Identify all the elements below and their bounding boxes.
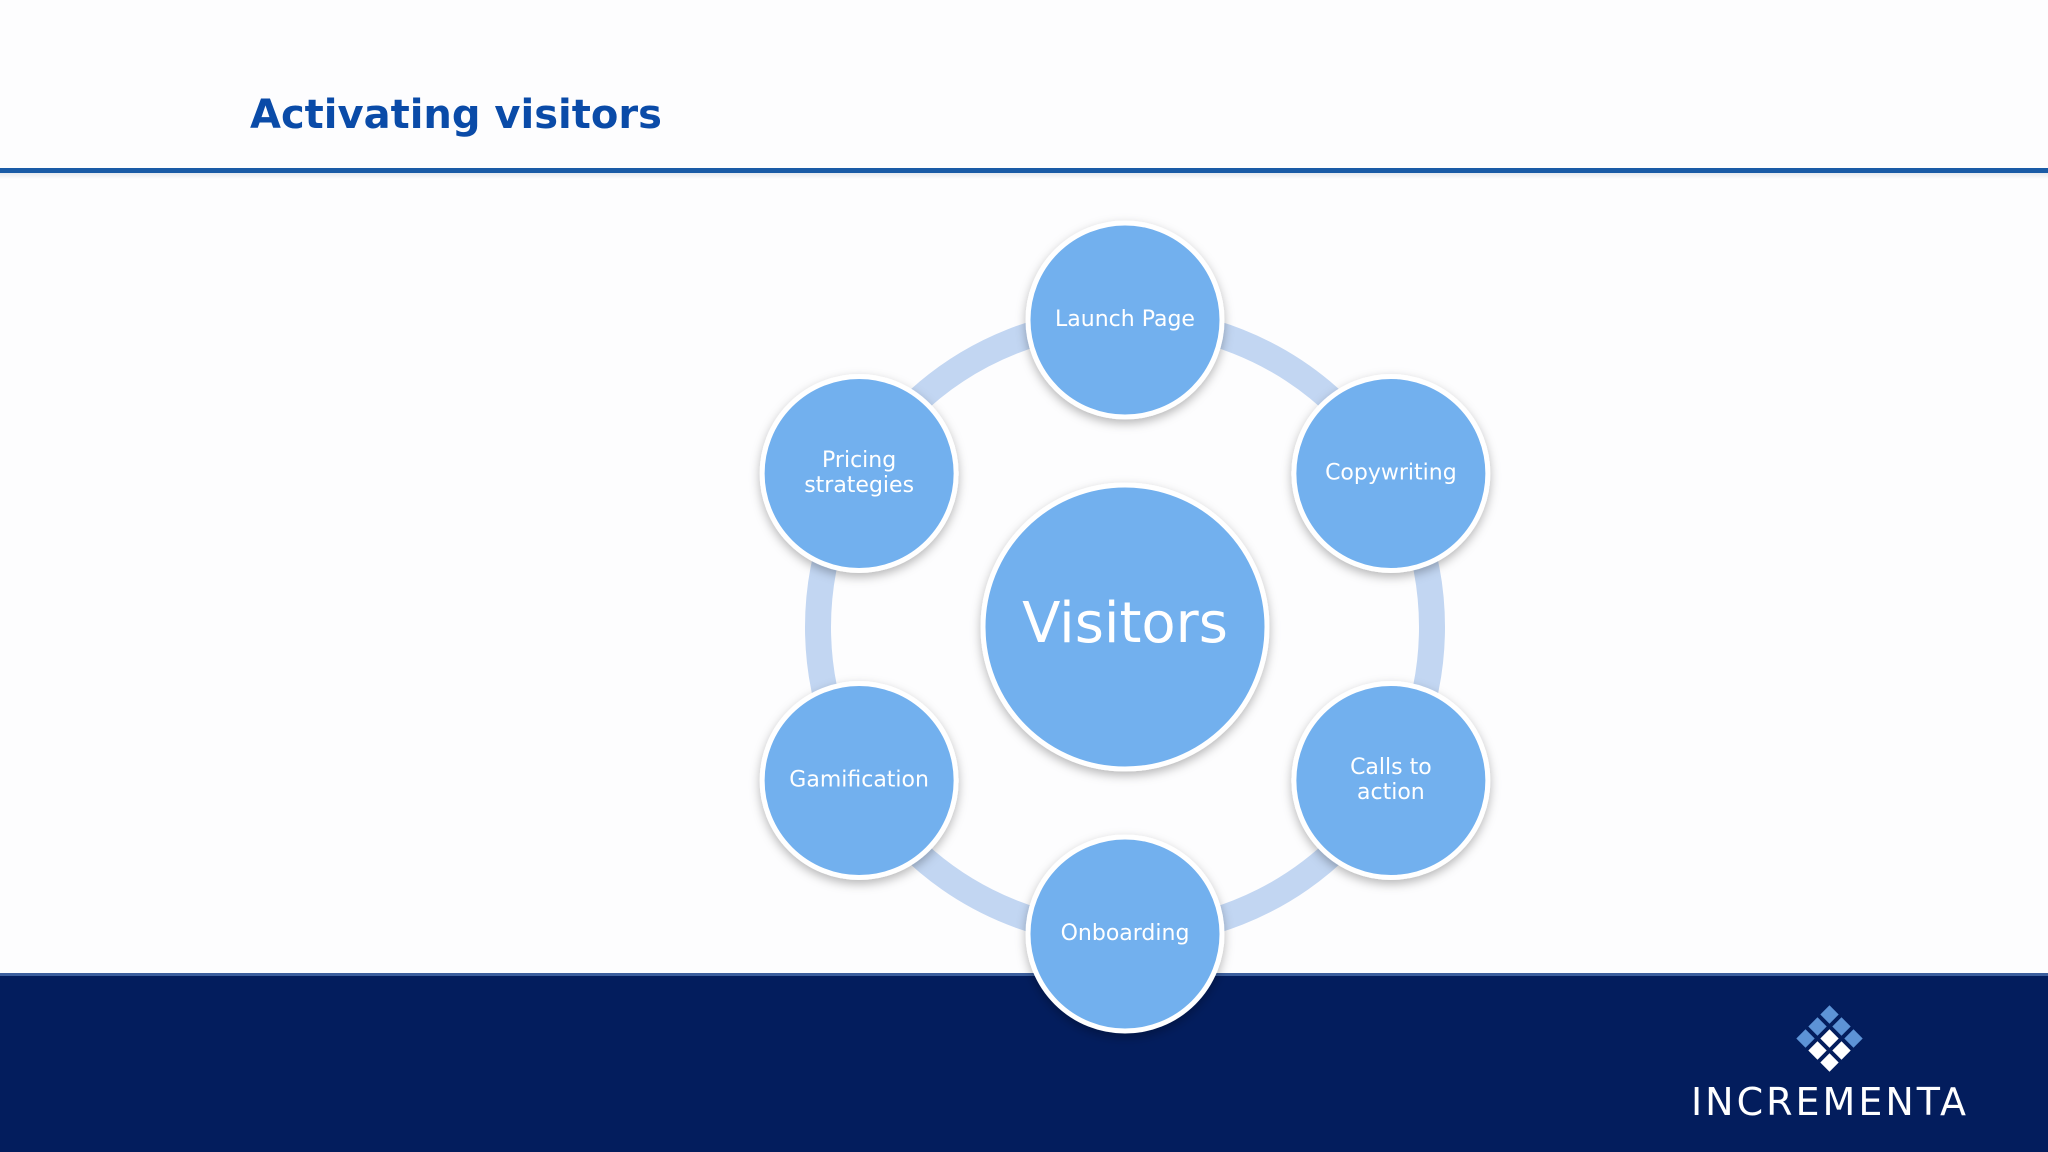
title-divider-shadow — [0, 173, 2048, 179]
node-calls-to-action-label: Calls to — [1350, 755, 1432, 780]
node-calls-to-action-circle — [1291, 681, 1491, 880]
node-center-circle — [980, 482, 1270, 772]
node-center-label: Visitors — [1022, 591, 1228, 656]
node-copywriting-circle — [1291, 374, 1491, 573]
node-pricing-strategies-label: strategies — [804, 473, 914, 498]
footer-band — [0, 973, 2048, 1152]
node-calls-to-action-label: action — [1357, 780, 1425, 805]
node-copywriting-label: Copywriting — [1325, 461, 1457, 486]
incrementa-logo-text: INCREMENTA — [1690, 1080, 1970, 1124]
incrementa-logo-mark — [1796, 1005, 1863, 1072]
node-gamification-circle — [759, 681, 959, 880]
node-pricing-strategies-circle — [759, 374, 959, 573]
node-onboarding-label: Onboarding — [1061, 921, 1190, 946]
node-launch-page: Launch Page — [1025, 220, 1225, 420]
node-gamification-label: Gamification — [789, 768, 929, 793]
node-launch-page-circle — [1025, 220, 1225, 420]
node-gamification: Gamification — [759, 681, 959, 880]
node-center: Visitors — [980, 482, 1270, 772]
slide-title: Activating visitors — [250, 92, 662, 138]
node-launch-page-label: Launch Page — [1055, 307, 1195, 332]
node-onboarding: Onboarding — [1025, 834, 1225, 1034]
node-onboarding-circle — [1025, 834, 1225, 1034]
node-copywriting: Copywriting — [1291, 374, 1491, 573]
node-pricing-strategies-label: Pricing — [822, 448, 896, 473]
title-divider — [0, 168, 2048, 173]
